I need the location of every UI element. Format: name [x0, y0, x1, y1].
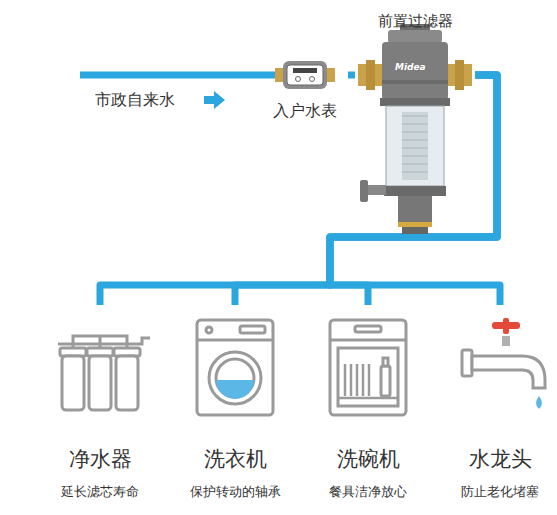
- filter-mesh-part: [402, 172, 428, 173]
- appliance-name: 洗衣机: [180, 445, 290, 473]
- pre-filter-part: [398, 222, 432, 227]
- purifier-icon-part: [116, 356, 138, 410]
- pre-filter-part: [388, 30, 442, 43]
- faucet-icon: [462, 318, 545, 409]
- flow-arrow: [204, 91, 225, 109]
- pre-filter-part: [455, 60, 464, 90]
- washer-icon-part: [206, 327, 212, 333]
- faucet-icon-part: [503, 318, 509, 334]
- dishwasher-icon-part: [381, 366, 390, 396]
- water-meter-part: [296, 77, 301, 82]
- pre-filter-part: [360, 180, 368, 202]
- pre-filter-part: [366, 185, 386, 195]
- water-pipe: [348, 72, 355, 79]
- appliance-name: 洗碗机: [313, 445, 423, 473]
- dishwasher-icon: [330, 320, 406, 415]
- water-pipe: [330, 75, 500, 305]
- faucet-icon-part: [472, 356, 545, 388]
- washer-icon-part: [197, 339, 273, 342]
- washer-icon: [197, 320, 273, 415]
- pre-filter-part: [382, 80, 448, 84]
- pre-filter-part: [382, 42, 448, 100]
- appliance-name: 净水器: [45, 445, 155, 473]
- appliance-benefit: 餐具洁净放心: [313, 482, 423, 502]
- appliance-box: 水龙头防止老化堵塞: [450, 305, 550, 506]
- supply-pipe: [80, 72, 290, 79]
- purifier-icon-part: [89, 356, 111, 410]
- meter-box: 入户水表: [262, 94, 348, 126]
- pre-filter-part: [380, 98, 450, 106]
- flow-arrow-part: [204, 91, 225, 109]
- water-meter-part: [283, 61, 327, 89]
- washer-icon-part: [197, 320, 273, 415]
- filter-mesh: [402, 116, 428, 172]
- purifier-icon: [58, 336, 150, 410]
- filter-mesh-part: [402, 132, 428, 133]
- dishwasher-icon-part: [330, 320, 406, 415]
- dishwasher-icon-part: [383, 358, 388, 366]
- washer-icon-part: [209, 352, 261, 404]
- dishwasher-icon-part: [338, 364, 398, 398]
- pre-filter-part: [386, 106, 444, 186]
- filter-mesh-part: [402, 124, 428, 125]
- pre-filter-part: [384, 186, 446, 196]
- dishwasher-icon-part: [355, 326, 381, 332]
- water-meter-part: [293, 68, 317, 73]
- washer-icon-part: [240, 326, 265, 333]
- water-meter: [275, 61, 335, 89]
- filter-mesh-part: [402, 116, 428, 117]
- pre-filter-part: [398, 196, 432, 223]
- purifier-icon-part: [73, 336, 127, 348]
- water-meter-part: [287, 65, 323, 85]
- dishwasher-icon-part: [330, 339, 406, 342]
- pipe-connectors: [100, 75, 500, 305]
- filter-label: 前置过滤器: [355, 11, 475, 31]
- purifier-icon-part: [62, 356, 84, 410]
- filter-mesh-part: [402, 148, 428, 149]
- source-label: 市政自来水: [95, 90, 175, 111]
- water-meter-part: [310, 77, 315, 82]
- appliance-box: 洗衣机保护转动的轴承: [180, 305, 290, 506]
- brand-logo: Midea: [395, 62, 426, 72]
- water-pipe: [100, 75, 497, 305]
- appliance-box: 净水器延长滤芯寿命: [45, 305, 155, 506]
- appliance-benefit: 保护转动的轴承: [180, 482, 290, 502]
- filter-mesh-part: [402, 140, 428, 141]
- pre-filter-part: [366, 60, 375, 90]
- water-pipe: [330, 75, 497, 305]
- filter-mesh-part: [402, 156, 428, 157]
- washer-icon-part: [216, 380, 254, 399]
- faucet-icon-part: [536, 396, 542, 409]
- appliance-benefit: 延长滤芯寿命: [45, 482, 155, 502]
- faucet-icon-part: [502, 336, 510, 346]
- filter-box: 前置过滤器: [355, 5, 475, 235]
- pre-filter-part: [402, 112, 428, 180]
- pre-filter-part: [402, 227, 428, 234]
- filter-mesh-part: [402, 164, 428, 165]
- water-pipe: [235, 75, 497, 305]
- meter-label: 入户水表: [262, 100, 348, 122]
- appliance-benefit: 防止老化堵塞: [450, 482, 550, 502]
- pre-filter: [358, 24, 472, 234]
- appliance-box: 洗碗机餐具洁净放心: [313, 305, 423, 506]
- dishwasher-icon-part: [338, 348, 398, 406]
- appliance-name: 水龙头: [450, 445, 550, 473]
